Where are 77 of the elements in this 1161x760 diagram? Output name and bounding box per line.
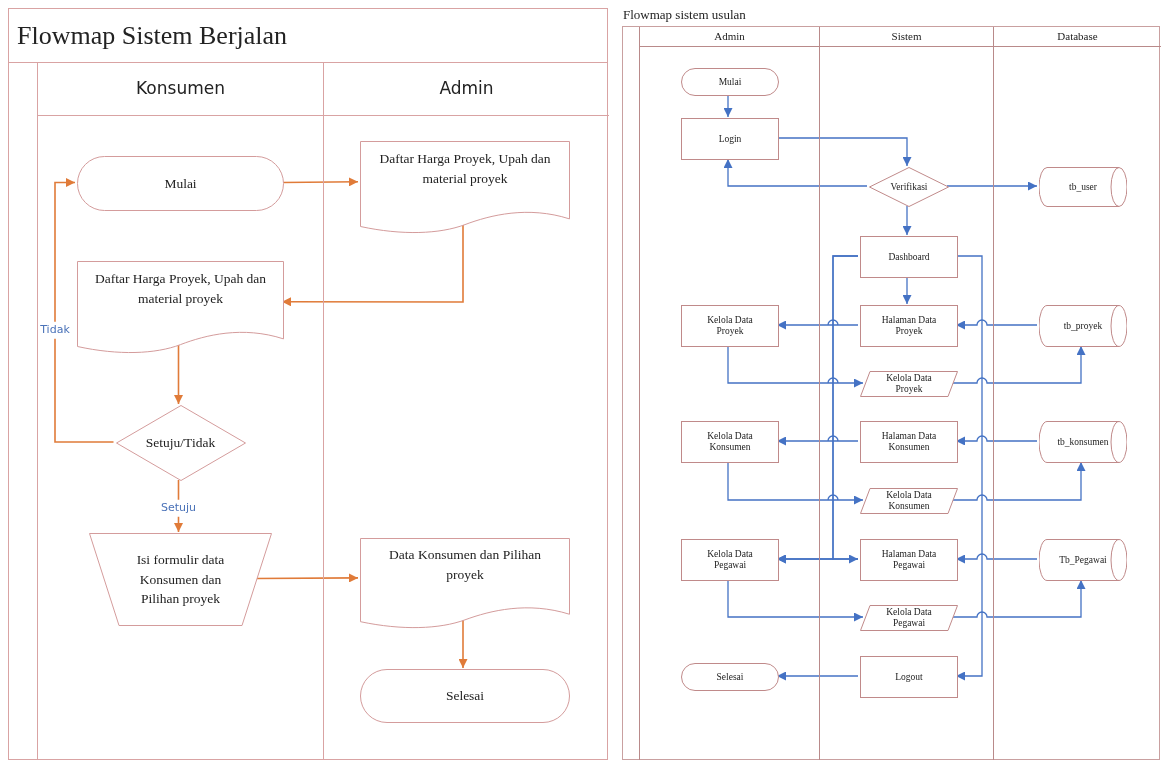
flow-arrow xyxy=(727,579,864,622)
decision-diamond xyxy=(115,405,246,481)
lane-header: Database xyxy=(994,27,1161,47)
node-text: Selesai xyxy=(445,687,485,706)
node-text: Kelola Data Pegawai xyxy=(885,607,933,629)
flow-arrow xyxy=(727,345,864,388)
pool-title: Flowmap sistem usulan xyxy=(623,6,746,24)
node-text: Mulai xyxy=(164,174,197,193)
process-box xyxy=(681,305,779,347)
flow-arrow xyxy=(723,94,733,118)
document-shape xyxy=(360,538,570,631)
node-text: Kelola Data Konsumen xyxy=(706,431,754,453)
flow-arrow xyxy=(902,205,912,236)
node-text: Logout xyxy=(895,671,923,683)
database-cylinder xyxy=(1039,305,1127,347)
swimlane xyxy=(37,63,323,760)
node-text: Halaman Data Konsumen xyxy=(880,431,938,453)
node-text: Kelola Data Pegawai xyxy=(706,549,754,571)
flow-arrow xyxy=(458,618,468,669)
node-text: Tb_Pegawai xyxy=(1059,554,1107,566)
node-text: Setuju/Tidak xyxy=(145,434,216,453)
lane-header: Sistem xyxy=(820,27,993,47)
process-box xyxy=(681,539,779,581)
terminator-shape xyxy=(360,669,570,723)
process-box xyxy=(860,539,958,581)
node-text: Selesai xyxy=(716,671,744,683)
node-text: Dashboard xyxy=(888,251,930,263)
database-cylinder xyxy=(1039,539,1127,581)
terminator-shape xyxy=(681,68,779,96)
document-shape xyxy=(77,261,284,356)
node-text: tb_konsumen xyxy=(1057,436,1109,448)
node-text: Daftar Harga Proyek, Upah dan material proyek xyxy=(93,270,268,308)
process-box xyxy=(860,305,958,347)
process-box xyxy=(681,421,779,463)
node-text: Kelola Data Proyek xyxy=(706,315,754,337)
decision-diamond xyxy=(869,167,949,207)
swimlane xyxy=(323,63,609,760)
lane-header: Konsumen xyxy=(38,63,323,116)
node-text: tb_user xyxy=(1069,181,1097,193)
node-text: Isi formulir data Konsumen dan Pilihan proyek xyxy=(135,551,226,609)
edge-label: Tidak xyxy=(39,321,71,339)
document-shape xyxy=(360,141,570,236)
database-cylinder xyxy=(1039,167,1127,207)
flow-arrow xyxy=(723,158,868,187)
node-text: Login xyxy=(718,133,742,145)
process-box xyxy=(681,118,779,160)
process-box xyxy=(860,656,958,698)
node-text: Verifikasi xyxy=(890,181,928,193)
node-text: tb_proyek xyxy=(1063,320,1103,332)
flow-arrow xyxy=(946,181,1038,191)
lane-header: Admin xyxy=(324,63,609,116)
node-text: Halaman Data Pegawai xyxy=(880,549,938,571)
swimlane xyxy=(993,27,1161,760)
process-box xyxy=(860,421,958,463)
data-parallelogram xyxy=(860,488,958,514)
process-box xyxy=(860,236,958,278)
flow-arrow xyxy=(727,461,864,505)
data-parallelogram xyxy=(860,371,958,397)
manual-input-shape xyxy=(89,533,272,626)
node-text: Data Konsumen dan Pilihan proyek xyxy=(388,546,542,584)
node-text: Kelola Data Proyek xyxy=(885,373,933,395)
database-cylinder xyxy=(1039,421,1127,463)
swimlane xyxy=(819,27,993,760)
node-text: Mulai xyxy=(718,76,742,88)
node-text: Halaman Data Proyek xyxy=(880,315,938,337)
swimlane xyxy=(639,27,819,760)
flow-arrow xyxy=(54,178,115,443)
flow-arrow xyxy=(832,255,859,564)
flow-arrow xyxy=(902,276,912,305)
node-text: Daftar Harga Proyek, Upah dan material proyek xyxy=(378,150,552,188)
data-parallelogram xyxy=(860,605,958,631)
edge-label: Setuju xyxy=(159,499,198,517)
terminator-shape xyxy=(681,663,779,691)
lane-header: Admin xyxy=(640,27,819,47)
node-text: Kelola Data Konsumen xyxy=(885,490,933,512)
pool-title: Flowmap Sistem Berjalan xyxy=(9,9,607,63)
swimlane-pool xyxy=(8,8,608,760)
